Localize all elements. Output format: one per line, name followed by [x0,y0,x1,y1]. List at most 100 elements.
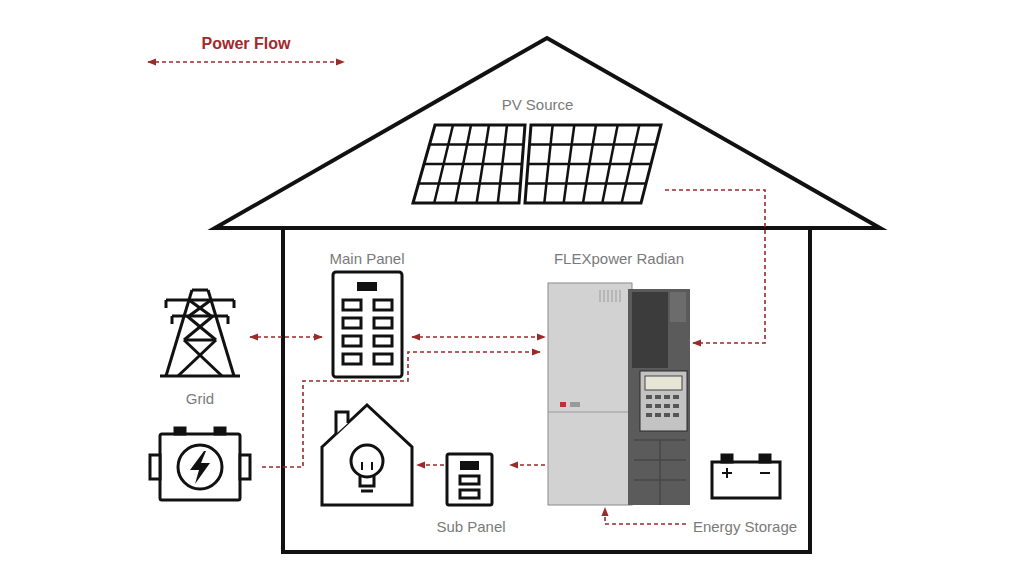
solar-panels [419,125,657,203]
legend-sample-line [148,61,344,63]
solar-panels [419,182,521,185]
inverter-device [670,292,686,322]
main-panel-icon [374,336,392,346]
main-panel-icon [333,272,402,377]
inverter-device [655,404,661,408]
generator-icon [150,455,160,479]
load-house-icon [336,412,348,434]
transmission-tower [233,300,236,308]
sub-panel-icon [460,476,479,484]
power-flow-connector [250,336,322,338]
transmission-tower [171,316,174,324]
solar-panels [530,143,657,146]
generator-icon [178,445,222,489]
inverter-device [628,289,690,505]
main-panel-icon [343,300,361,310]
solar-panels [424,163,522,166]
inverter-device [608,290,609,302]
main-panel-icon [343,336,361,346]
component-label: Sub Panel [436,518,505,536]
inverter-device [548,283,632,505]
generator-icon [240,455,250,479]
inverter-device [673,413,679,417]
power-flow-connector [510,464,545,466]
transmission-tower [166,299,234,302]
transmission-tower [178,340,216,376]
inverter-device [548,412,632,413]
component-label: PV Source [502,96,574,114]
legend-sample [140,54,352,70]
inverter-node: FLEXpower Radian [545,250,693,508]
inverter-device [664,395,670,399]
inverter-device [600,290,601,302]
component-label: Main Panel [329,250,404,268]
load-house-icon [360,476,374,486]
inverter-device [659,440,661,505]
load-house-icon [322,405,412,505]
inverter-device [646,413,652,417]
main-panel-icon [374,318,392,328]
inverter-device [548,283,690,505]
battery-icon [722,455,732,462]
transmission-tower [189,300,211,316]
generator-icon [190,451,210,484]
transmission-tower [184,316,213,340]
inverter-device [646,404,652,408]
main-panel: Main Panel [322,250,412,380]
inverter-device [645,376,682,390]
power-flow-line [262,352,540,467]
house-outline [215,38,880,552]
transmission-tower [165,300,168,308]
inverter-device [604,290,605,302]
grid-node: Grid [150,280,250,408]
sub-panel-icon [460,461,479,470]
power-flow-connector [412,336,545,338]
generator-icon [175,428,185,434]
inverter-device [632,292,668,368]
inverter-device [640,371,687,431]
house-outline [215,38,880,228]
energy-storage: Energy Storage [686,450,804,536]
transmission-tower [227,316,230,324]
solar-panels [430,143,524,146]
inverter-device [646,395,652,399]
component-label: FLEXpower Radian [554,250,684,268]
main-panel-icon [333,272,402,377]
transmission-tower [184,339,216,342]
load-house-icon [351,445,383,477]
transmission-tower [189,300,211,316]
sub-panel: Sub Panel [432,450,510,536]
sub-panel-icon [460,490,479,498]
generator-icon [215,428,225,434]
main-panel-icon [357,282,377,291]
battery-icon [760,455,770,462]
legend-label: Power Flow [140,34,352,54]
generator-icon [150,428,250,500]
transmission-tower [172,315,228,318]
inverter-device [570,402,580,407]
pv-source: PV Source [410,96,665,208]
solar-panels [527,182,647,185]
load-house-icon [322,405,412,505]
legend: Power Flow [140,34,352,70]
load-house-icon [362,462,372,470]
transmission-tower [184,340,222,376]
main-panel-icon [343,354,361,364]
solar-panels [413,125,661,203]
load-house-icon [361,490,373,493]
power-flow-connector [605,508,686,524]
inverter-device [664,404,670,408]
transmission-tower [192,289,208,292]
inverter-device [655,413,661,417]
house-outline [283,228,810,552]
inverter-device [673,404,679,408]
inverter-device [634,440,686,505]
solar-panels [525,125,661,203]
inverter-device [612,290,613,302]
transmission-tower [166,290,192,376]
inverter-device [620,290,621,302]
inverter-device [646,395,679,417]
